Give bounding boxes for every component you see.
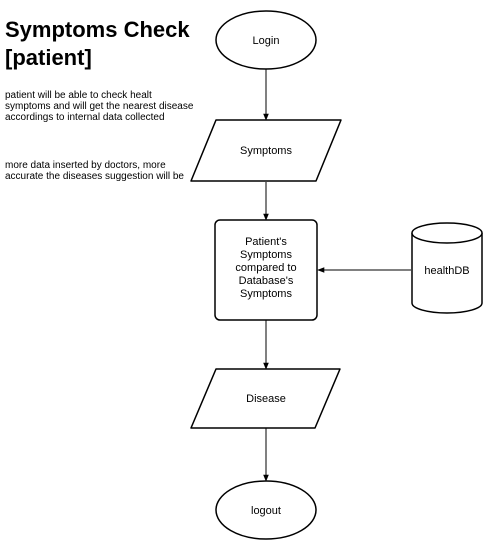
- node-label: Login: [253, 35, 280, 47]
- node-label: Database's: [239, 275, 294, 287]
- output-node-disease[interactable]: Disease: [190, 368, 341, 429]
- node-label: Disease: [246, 393, 286, 405]
- description-paragraph: patient will be able to check healt symp…: [5, 90, 194, 123]
- node-label: Symptoms: [240, 288, 292, 300]
- start-node-login[interactable]: Login: [215, 10, 317, 70]
- node-label: Symptoms: [240, 145, 292, 157]
- node-label: compared to: [235, 262, 296, 274]
- node-label: Patient's: [245, 236, 287, 248]
- database-node-healthdb[interactable]: healthDB: [411, 222, 483, 314]
- input-node-symptoms[interactable]: Symptoms: [190, 119, 342, 182]
- node-label: logout: [251, 505, 281, 517]
- page-title: Symptoms Check [patient]: [5, 17, 190, 70]
- process-node-compare[interactable]: Patient's Symptoms compared to Database'…: [214, 219, 318, 321]
- end-node-logout[interactable]: logout: [215, 480, 317, 540]
- node-label: Symptoms: [240, 249, 292, 261]
- node-label: healthDB: [424, 265, 469, 277]
- description-paragraph: more data inserted by doctors, more accu…: [5, 160, 184, 182]
